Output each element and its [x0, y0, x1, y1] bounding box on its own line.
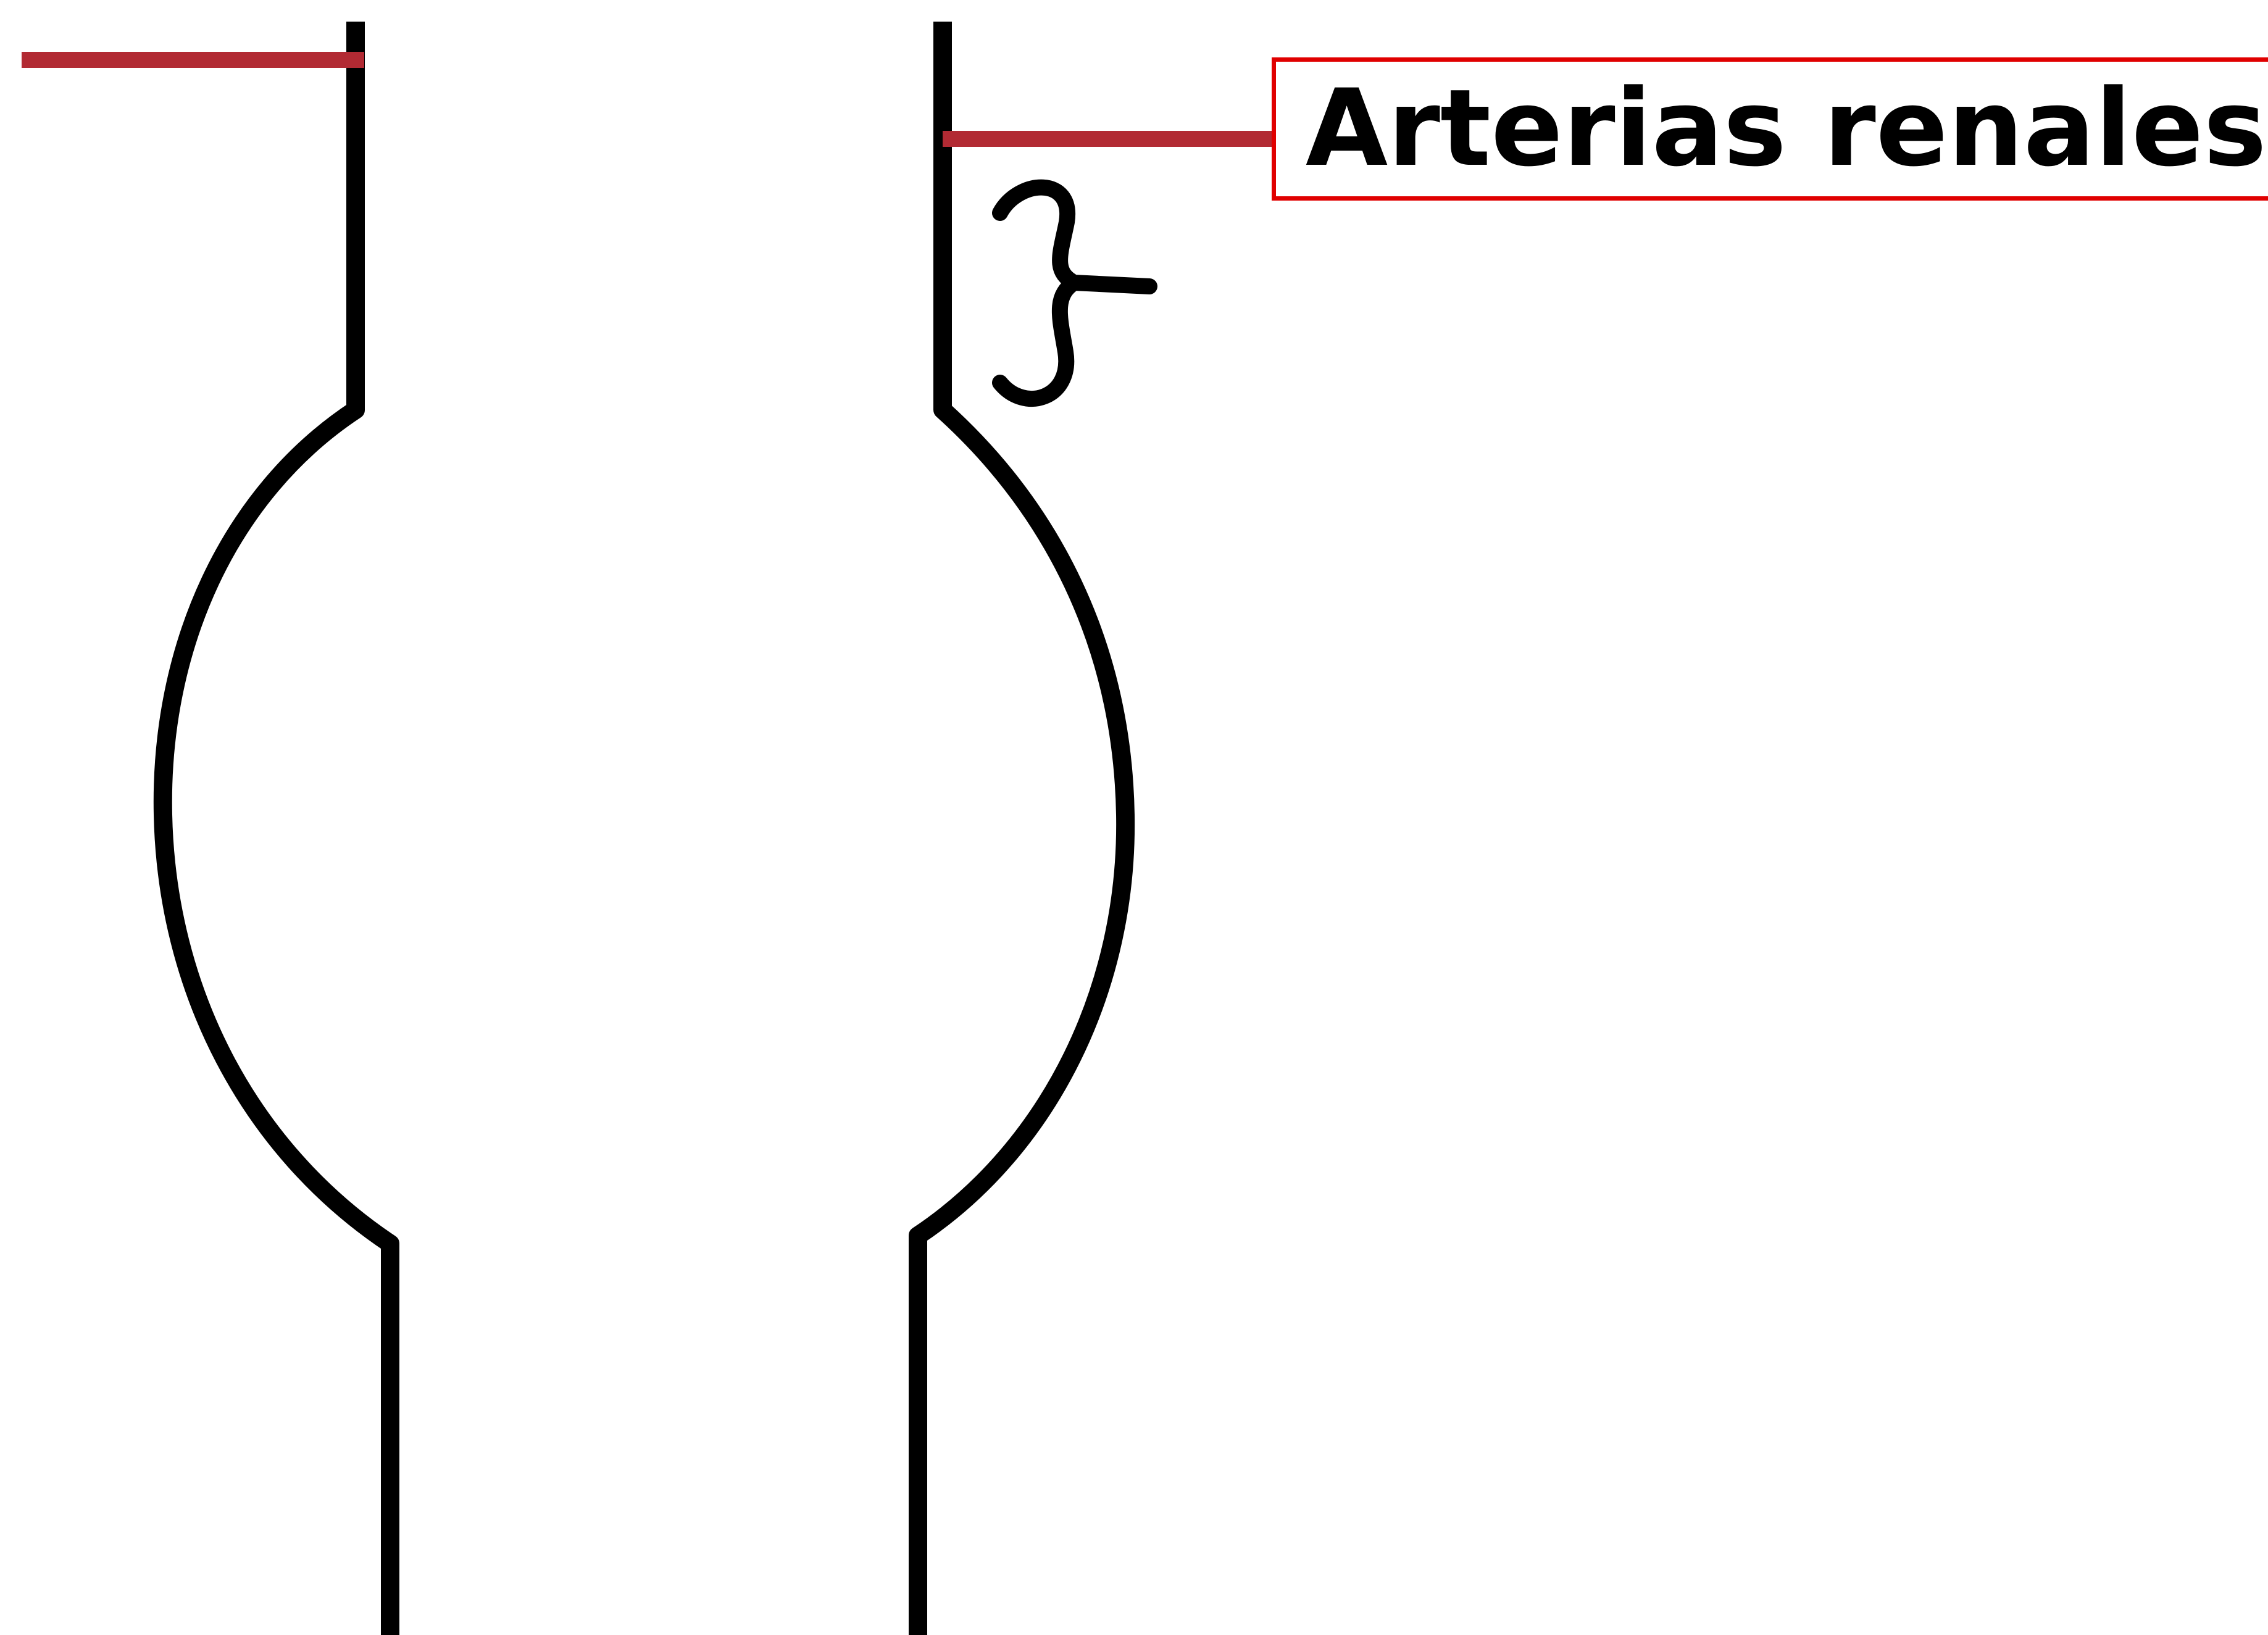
curly-brace-icon [1000, 188, 1149, 399]
renal-arteries-label-box: Arterias renales [1272, 57, 2268, 201]
aorta-right-wall [918, 22, 1125, 1635]
renal-arteries-label: Arterias renales [1306, 67, 2267, 190]
aorta-left-wall [163, 22, 390, 1635]
